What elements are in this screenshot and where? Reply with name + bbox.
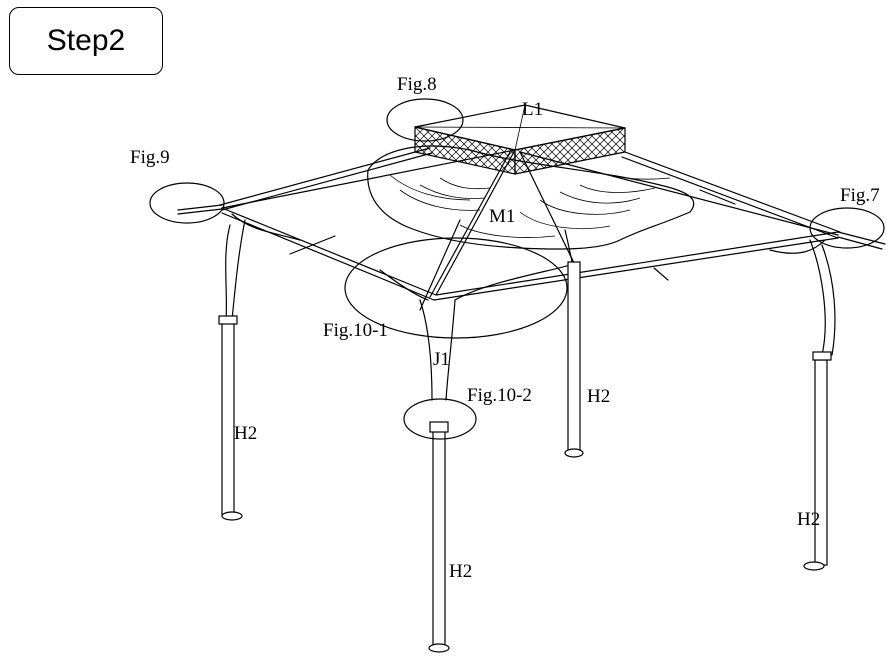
canopy-folds <box>389 174 671 238</box>
fig10-2-callout-circle <box>403 398 477 440</box>
m1-label: M1 <box>489 206 515 227</box>
fig10-1-label: Fig.10-1 <box>323 320 388 341</box>
h2-label-right: H2 <box>797 509 820 530</box>
leg-back <box>564 261 584 458</box>
fig10-1-callout-circle <box>344 237 568 339</box>
fig10-2-label: Fig.10-2 <box>467 385 532 406</box>
leg-left <box>218 315 243 521</box>
canopy-drapes <box>225 213 836 401</box>
step-label: Step2 <box>46 24 126 57</box>
fig8-label: Fig.8 <box>397 74 437 95</box>
step-label-box: Step2 <box>9 7 163 75</box>
leg-right <box>803 351 832 571</box>
roof-frame <box>177 147 886 301</box>
roof-rafters <box>221 149 839 311</box>
l1-label: L1 <box>522 99 543 120</box>
fig8-callout-circle <box>386 98 464 142</box>
h2-label-left: H2 <box>234 423 257 444</box>
h2-label-back: H2 <box>587 386 610 407</box>
fig7-callout-circle <box>809 207 885 249</box>
h2-label-front: H2 <box>449 561 472 582</box>
j1-label: J1 <box>433 349 450 370</box>
fig9-label: Fig.9 <box>130 147 170 168</box>
fig9-callout-circle <box>149 182 225 224</box>
leg-front <box>428 421 450 653</box>
fig7-label: Fig.7 <box>840 185 880 206</box>
